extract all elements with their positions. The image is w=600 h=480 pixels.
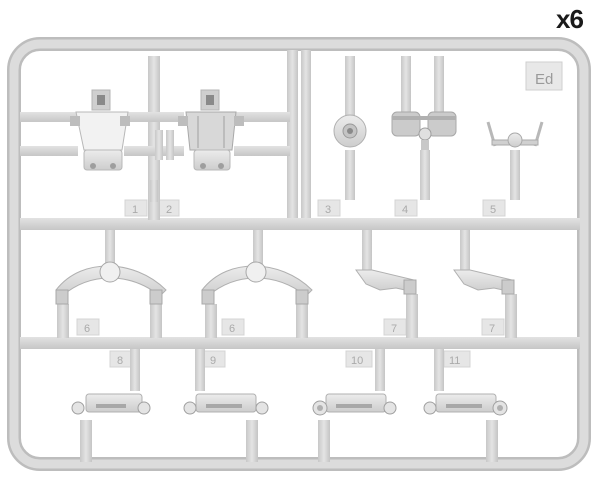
part-5 [486, 121, 544, 200]
horizontal-runners [20, 218, 580, 349]
sprue-frame [7, 37, 591, 471]
quantity-badge: x6 [556, 4, 584, 34]
part-6-left [55, 230, 167, 338]
part-number: 3 [325, 204, 331, 216]
gates-parts-1-2 [20, 56, 290, 220]
part-9 [183, 349, 269, 462]
part-number-labels: 1 2 3 4 5 6 6 7 7 8 9 10 11 [84, 204, 496, 367]
part-10 [312, 349, 397, 462]
sprue-code-plate [525, 61, 563, 91]
part-number: 4 [402, 204, 408, 216]
part-number: 1 [132, 204, 138, 216]
part-number: 8 [117, 355, 123, 367]
part-number: 9 [210, 355, 216, 367]
part-number: 7 [489, 323, 495, 335]
part-number: 2 [166, 204, 172, 216]
part-11 [423, 349, 508, 462]
part-number: 6 [84, 323, 90, 335]
part-4 [391, 56, 457, 200]
part-number: 10 [351, 355, 363, 367]
part-7-left [355, 230, 418, 338]
part-number: 11 [449, 355, 460, 367]
part-7-right [453, 230, 517, 338]
part-number: 7 [391, 323, 397, 335]
part-8 [71, 349, 151, 462]
vertical-runners [287, 50, 311, 226]
part-1 [70, 89, 130, 171]
part-6-right [201, 230, 313, 338]
part-3 [333, 56, 367, 200]
part-2 [178, 89, 244, 171]
part-number: 5 [490, 204, 496, 216]
part-number: 6 [229, 323, 235, 335]
sprue-code: Ed [535, 71, 553, 88]
